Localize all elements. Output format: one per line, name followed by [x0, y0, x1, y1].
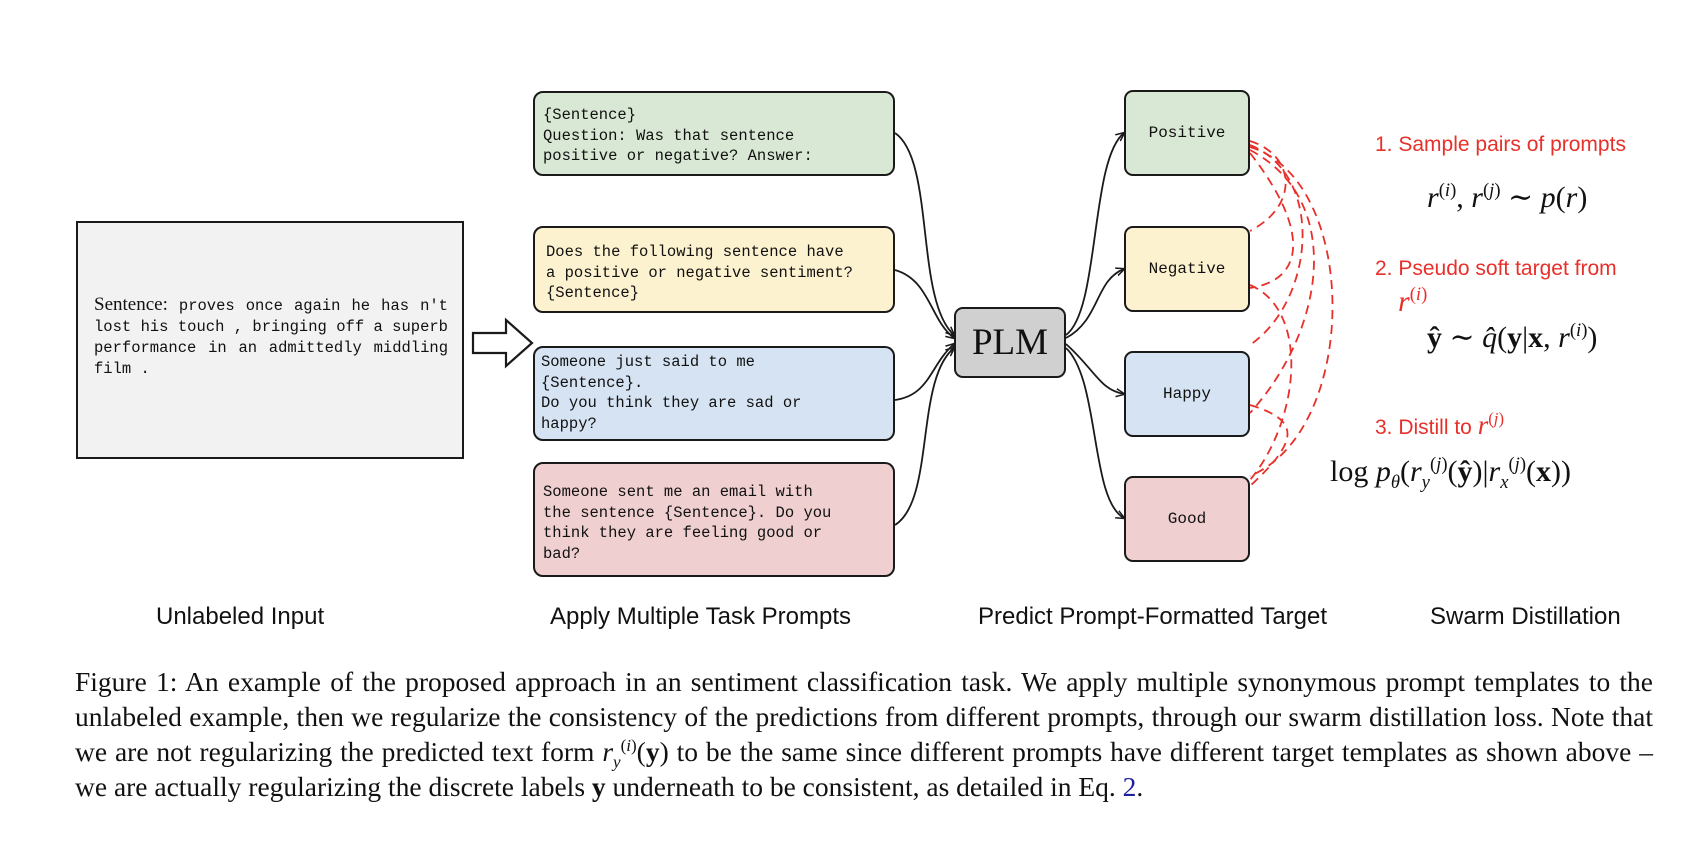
step-3-label: 3. Distill to r(j) — [1375, 409, 1505, 440]
target-positive: Positive — [1124, 90, 1250, 176]
step-2-label: 2. Pseudo soft target from — [1375, 257, 1617, 280]
step-3-r-j: r(j) — [1477, 409, 1505, 440]
edge-prompt3-plm — [894, 344, 954, 401]
edge-prompt2-plm — [894, 269, 954, 338]
edge-plm-good — [1065, 347, 1124, 518]
target-happy: Happy — [1124, 351, 1250, 437]
unlabeled-input-box — [76, 221, 464, 459]
input-sentence-text: proves once again he has n't lost his to… — [94, 297, 448, 378]
swarm-link-1 — [1249, 140, 1287, 232]
prompt-template-3: Someone just said to me {Sentence}. Do y… — [533, 346, 895, 441]
swarm-link-2 — [1249, 144, 1304, 346]
figure-caption: Figure 1: An example of the proposed app… — [75, 666, 1653, 802]
column-label-apply-prompts: Apply Multiple Task Prompts — [550, 603, 852, 630]
prompt-template-1: {Sentence} Question: Was that sentence p… — [533, 91, 895, 176]
caption-symbol-y: y — [591, 771, 606, 802]
caption-formula-ry: ry(i)(y) — [602, 735, 669, 772]
swarm-link-3 — [1249, 146, 1334, 477]
input-sentence: Sentence: proves once again he has n't l… — [94, 294, 448, 380]
column-label-swarm-distillation: Swarm Distillation — [1430, 603, 1621, 630]
prompt-template-4: Someone sent me an email with the senten… — [533, 462, 895, 577]
target-negative: Negative — [1124, 226, 1250, 312]
swarm-link-4 — [1249, 149, 1315, 414]
edge-plm-positive — [1065, 133, 1124, 336]
target-good: Good — [1124, 476, 1250, 562]
edge-prompt1-plm — [894, 132, 954, 335]
plm-box: PLM — [954, 307, 1066, 378]
input-arrow — [471, 317, 534, 369]
swarm-link-5 — [1249, 152, 1294, 289]
step-2-formula: ŷ ∼ q̂(y|x, r(i)) — [1427, 320, 1598, 354]
step-3-formula: log pθ(ry(j)(ŷ)|rx(j)(x)) — [1330, 454, 1572, 493]
caption-eq-link[interactable]: 2 — [1122, 771, 1137, 802]
column-label-predict-target: Predict Prompt-Formatted Target — [978, 603, 1328, 630]
step-1-label: 1. Sample pairs of prompts — [1375, 133, 1626, 156]
swarm-link-6 — [1249, 284, 1293, 481]
prompt-template-2: Does the following sentence have a posit… — [533, 226, 895, 313]
edge-plm-negative — [1065, 269, 1124, 339]
step-2-r-i: r(i) — [1398, 284, 1428, 318]
step-1-formula: r(i), r(j) ∼ p(r) — [1427, 180, 1588, 214]
swarm-link-7 — [1249, 404, 1289, 487]
input-sentence-label: Sentence: — [94, 294, 168, 315]
edge-plm-happy — [1065, 343, 1124, 394]
column-label-unlabeled-input: Unlabeled Input — [156, 603, 325, 630]
edge-prompt4-plm — [894, 348, 954, 526]
